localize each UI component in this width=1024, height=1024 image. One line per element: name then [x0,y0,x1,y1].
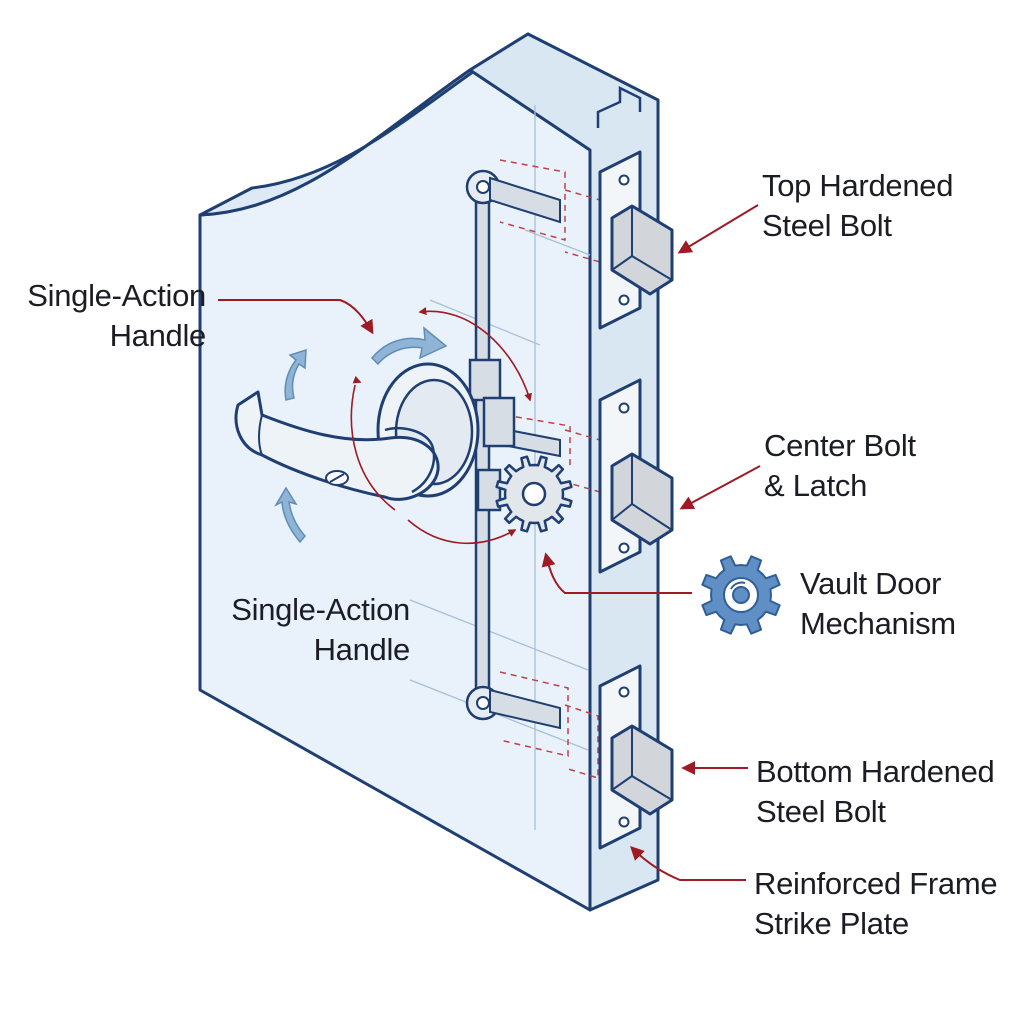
label-vault-mechanism-line2: Mechanism [800,606,956,641]
rotation-arc [350,307,532,545]
strike-plate-top [598,150,674,330]
leader-vault-mechanism [541,552,692,594]
leader-handle-upper [218,299,374,335]
label-handle-upper-line2: Handle [109,318,207,353]
handle-assembly [234,362,480,501]
leader-strike-plate [630,846,746,881]
label-single-action-handle-lower: Single-Action Handle [210,590,410,670]
label-top-bolt-line2: Steel Bolt [762,208,892,243]
leader-center-bolt [679,465,761,510]
leader-lines [218,204,761,881]
gear-wheel [495,455,573,533]
label-bottom-bolt-line2: Steel Bolt [756,794,886,829]
leader-top-bolt [677,204,759,254]
label-handle-upper-line1: Single-Action [27,278,206,313]
label-center-bolt-latch: Center Bolt & Latch [764,426,916,506]
label-bottom-bolt-line1: Bottom Hardened [756,754,995,789]
door-top-notch [596,85,642,128]
label-center-bolt-line2: & Latch [764,468,868,503]
strike-plate-center [598,378,674,574]
label-top-bolt-line1: Top Hardened [762,168,954,203]
label-top-hardened-steel-bolt: Top Hardened Steel Bolt [762,166,953,246]
label-strike-plate-line2: Strike Plate [754,906,909,941]
label-single-action-handle-upper: Single-Action Handle [10,276,206,356]
label-vault-mechanism-line1: Vault Door [800,566,942,601]
strike-plate-bottom [598,664,674,850]
label-center-bolt-line1: Center Bolt [764,428,916,463]
label-strike-plate-line1: Reinforced Frame [754,866,998,901]
label-vault-door-mechanism: Vault Door Mechanism [800,564,956,644]
gear-icon [701,555,781,635]
label-handle-lower-line1: Single-Action [231,592,410,627]
label-reinforced-frame-strike-plate: Reinforced Frame Strike Plate [754,864,998,944]
label-handle-lower-line2: Handle [313,632,411,667]
label-bottom-hardened-steel-bolt: Bottom Hardened Steel Bolt [756,752,995,832]
